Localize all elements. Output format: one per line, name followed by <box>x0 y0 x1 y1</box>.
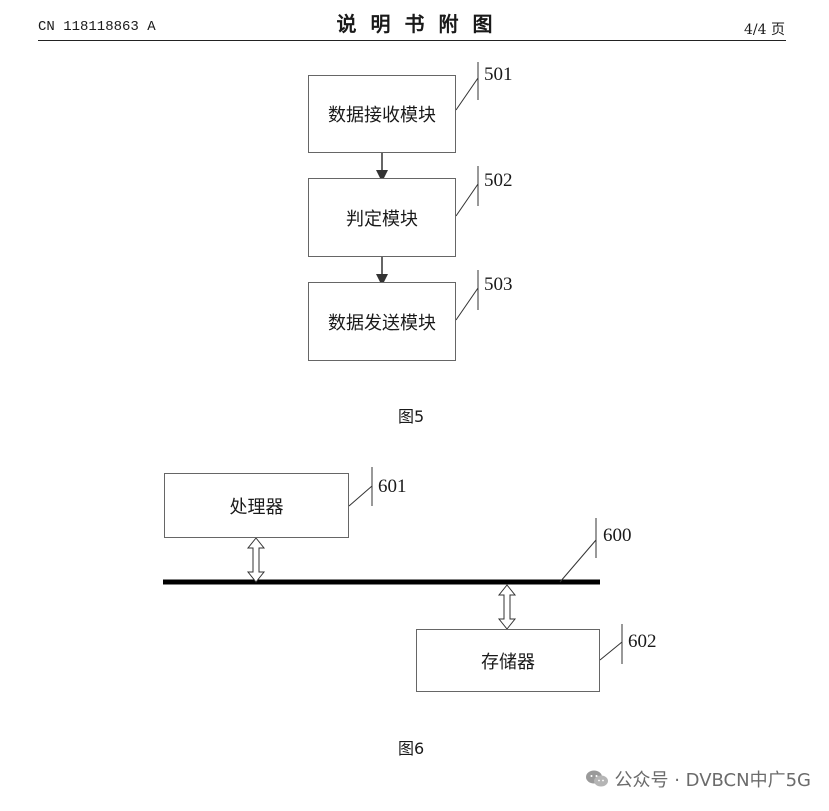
module-label: 判定模块 <box>346 208 418 230</box>
memory-box: 存储器 <box>416 629 600 692</box>
module-label: 数据接收模块 <box>328 105 436 126</box>
double-arrow-processor-bus <box>246 537 266 583</box>
processor-label: 处理器 <box>229 496 284 518</box>
module-label: 数据发送模块 <box>328 312 436 334</box>
leader-600 <box>559 539 597 583</box>
leader-502 <box>455 183 479 217</box>
patent-number: CN 118118863 A <box>38 19 156 35</box>
leader-601 <box>348 485 373 507</box>
header-rule <box>38 40 786 41</box>
ref-label-502: 502 <box>484 170 513 191</box>
processor-box: 处理器 <box>164 473 349 538</box>
ref-label-503: 503 <box>484 274 513 295</box>
leader-503 <box>455 287 479 321</box>
leader-602 <box>599 641 623 661</box>
memory-label: 存储器 <box>481 651 535 673</box>
data-receiving-module: 数据接收模块 <box>308 75 456 153</box>
decision-module: 判定模块 <box>308 178 456 257</box>
wechat-icon <box>585 770 608 787</box>
watermark-text: 公众号 · DVBCN中广5G <box>614 770 812 791</box>
ref-label-501: 501 <box>484 64 513 85</box>
ref-label-602: 602 <box>628 631 657 652</box>
page-title: 说明书附图 <box>336 12 507 36</box>
ref-label-600: 600 <box>603 525 632 546</box>
watermark: 公众号 · DVBCN中广5G <box>585 766 812 792</box>
figure5-caption: 图5 <box>398 407 425 426</box>
page-number: 4/4 页 <box>744 22 785 38</box>
data-sending-module: 数据发送模块 <box>308 282 456 361</box>
figure6-caption: 图6 <box>398 739 425 758</box>
leader-501 <box>455 77 479 111</box>
double-arrow-bus-memory <box>497 584 517 630</box>
ref-label-601: 601 <box>378 476 407 497</box>
